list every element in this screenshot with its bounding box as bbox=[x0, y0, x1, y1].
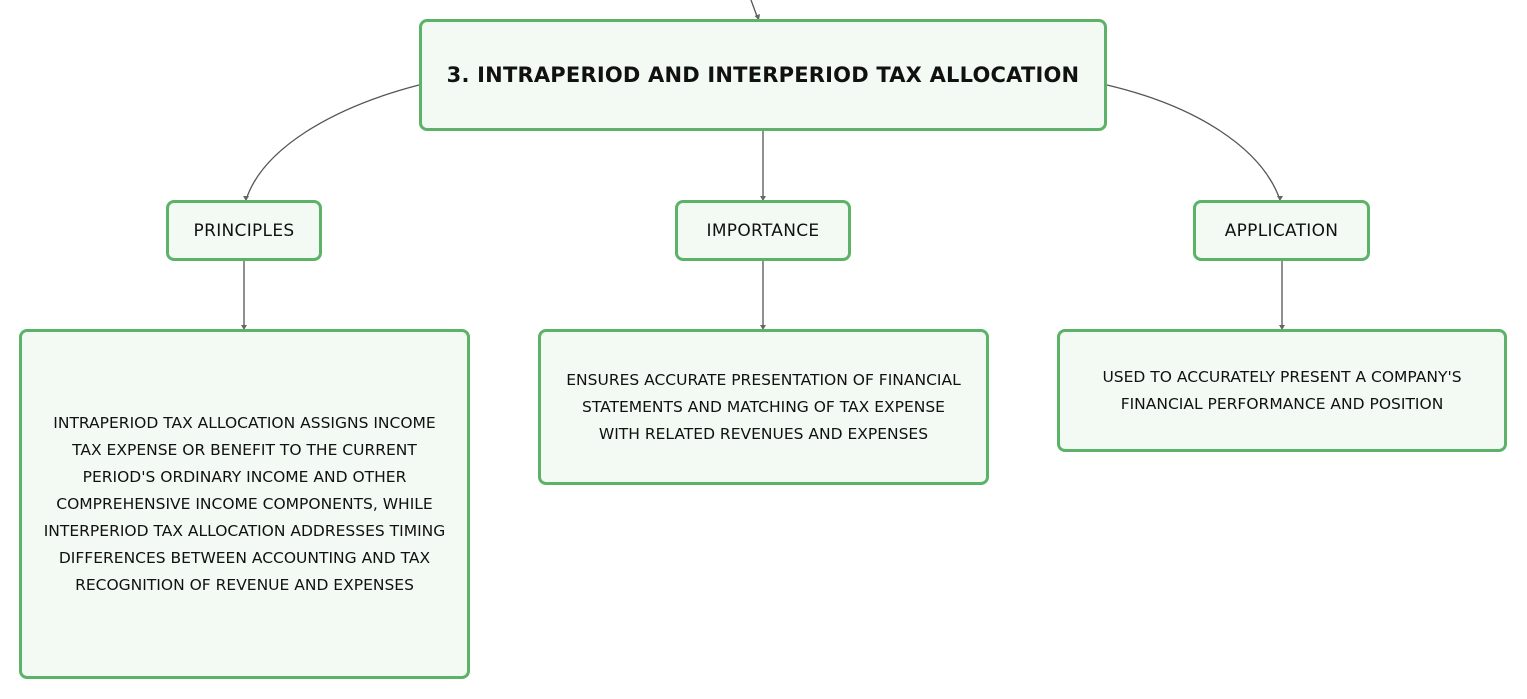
detail-line: INTERPERIOD TAX ALLOCATION ADDRESSES TIM… bbox=[43, 521, 446, 540]
branch-label-application: APPLICATION bbox=[1224, 220, 1339, 241]
connector-root-principles bbox=[245, 84, 420, 201]
branch-node-application[interactable]: APPLICATION bbox=[1193, 200, 1370, 261]
branch-node-principles[interactable]: PRINCIPLES bbox=[166, 200, 322, 261]
branch-node-importance[interactable]: IMPORTANCE bbox=[675, 200, 851, 261]
detail-line: USED TO ACCURATELY PRESENT A COMPANY'S bbox=[1102, 367, 1462, 386]
detail-line: INTRAPERIOD TAX ALLOCATION ASSIGNS INCOM… bbox=[53, 413, 436, 432]
detail-line: STATEMENTS AND MATCHING OF TAX EXPENSE bbox=[582, 397, 945, 416]
detail-node-principles[interactable]: INTRAPERIOD TAX ALLOCATION ASSIGNS INCOM… bbox=[19, 329, 470, 679]
detail-line: DIFFERENCES BETWEEN ACCOUNTING AND TAX bbox=[58, 548, 431, 567]
detail-line: WITH RELATED REVENUES AND EXPENSES bbox=[598, 424, 929, 443]
detail-line: PERIOD'S ORDINARY INCOME AND OTHER bbox=[82, 467, 407, 486]
branch-label-importance: IMPORTANCE bbox=[706, 220, 820, 241]
root-topic-label: 3. INTRAPERIOD AND INTERPERIOD TAX ALLOC… bbox=[446, 63, 1080, 87]
detail-line: FINANCIAL PERFORMANCE AND POSITION bbox=[1120, 394, 1444, 413]
branch-label-principles: PRINCIPLES bbox=[193, 220, 295, 241]
detail-line: RECOGNITION OF REVENUE AND EXPENSES bbox=[75, 575, 414, 594]
detail-node-importance[interactable]: ENSURES ACCURATE PRESENTATION OF FINANCI… bbox=[538, 329, 989, 485]
detail-text-application: USED TO ACCURATELY PRESENT A COMPANY'S F… bbox=[1102, 364, 1461, 418]
detail-line: ENSURES ACCURATE PRESENTATION OF FINANCI… bbox=[566, 370, 961, 389]
detail-node-application[interactable]: USED TO ACCURATELY PRESENT A COMPANY'S F… bbox=[1057, 329, 1507, 452]
detail-text-principles: INTRAPERIOD TAX ALLOCATION ASSIGNS INCOM… bbox=[44, 410, 446, 599]
detail-text-importance: ENSURES ACCURATE PRESENTATION OF FINANCI… bbox=[566, 367, 960, 448]
root-topic-node[interactable]: 3. INTRAPERIOD AND INTERPERIOD TAX ALLOC… bbox=[419, 19, 1107, 131]
connector-root-application bbox=[1106, 84, 1281, 201]
detail-line: COMPREHENSIVE INCOME COMPONENTS, WHILE bbox=[56, 494, 433, 513]
detail-line: TAX EXPENSE OR BENEFIT TO THE CURRENT bbox=[72, 440, 417, 459]
